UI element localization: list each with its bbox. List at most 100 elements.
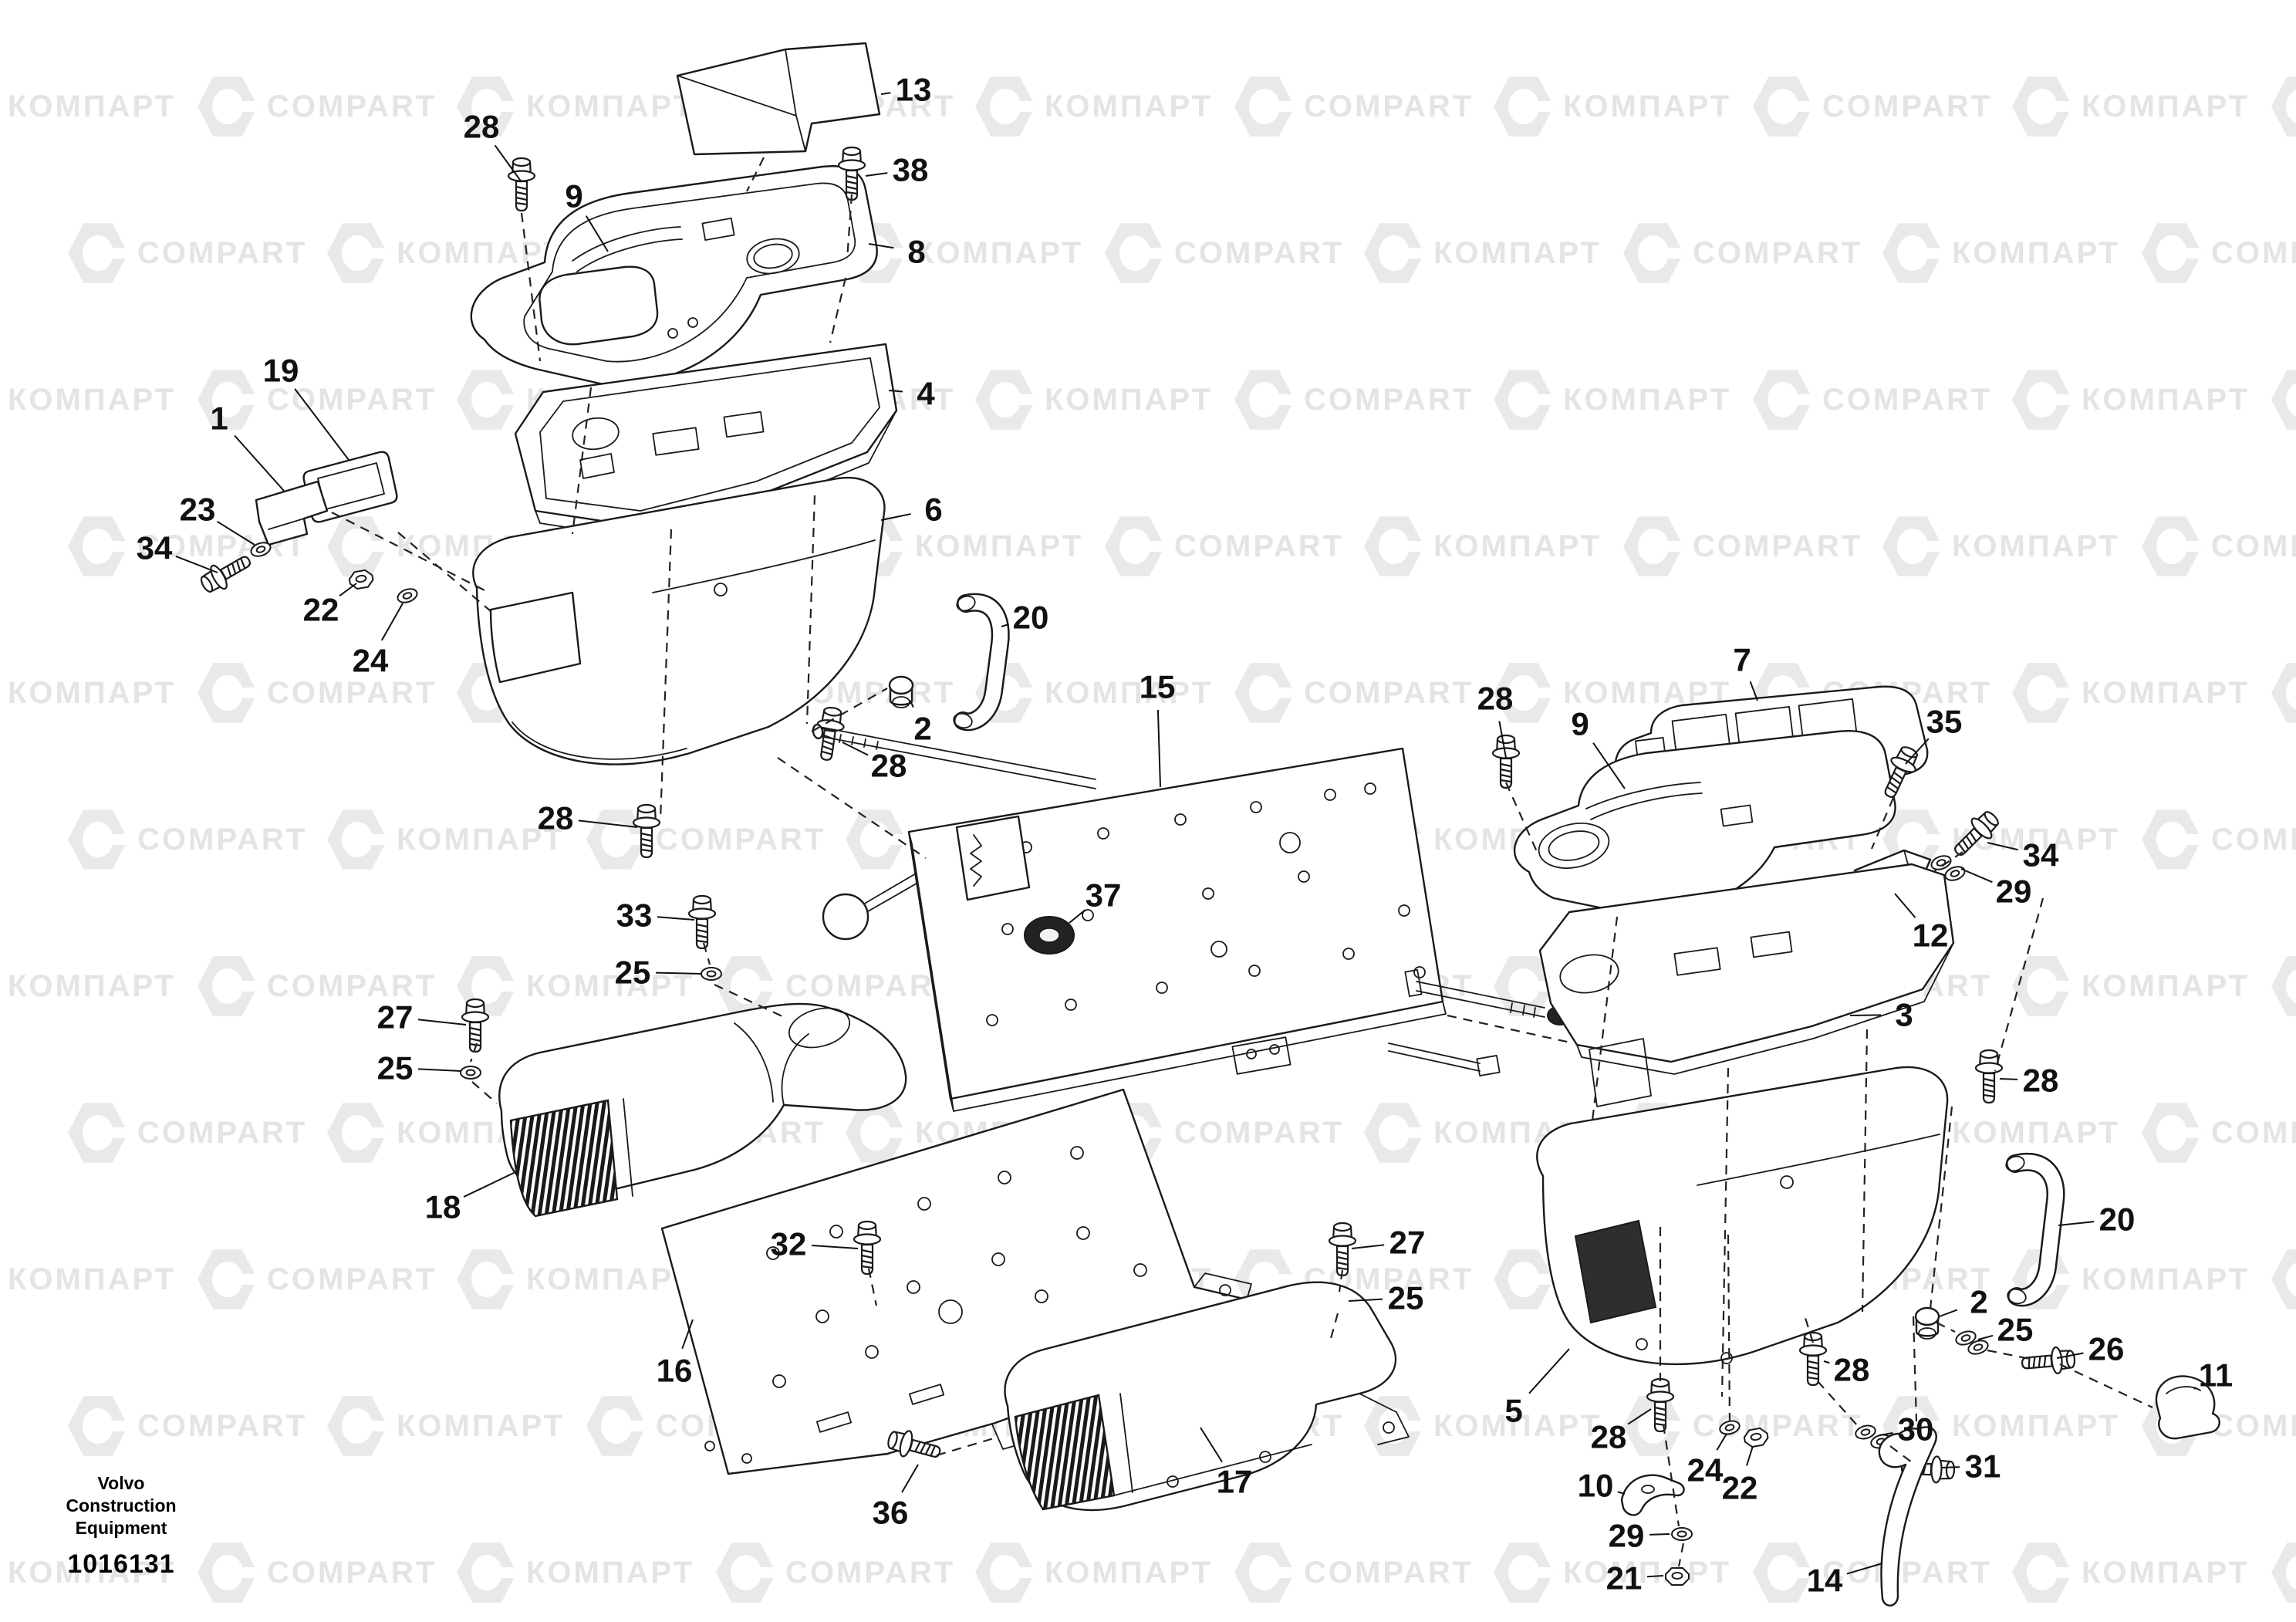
callout-1: 1	[210, 400, 228, 437]
watermark: КОМПАРТ	[0, 659, 176, 727]
watermark: COMPART	[198, 366, 437, 434]
callout-leader-20	[1001, 623, 1009, 627]
watermark-text: COMPART	[1174, 1115, 1345, 1150]
callout-26: 26	[2088, 1331, 2125, 1367]
part-plate-19	[302, 451, 398, 523]
watermark: КОМПАРТ	[457, 952, 694, 1020]
callout-leader-11	[2193, 1387, 2197, 1390]
screw-34-left	[196, 547, 257, 599]
watermark: КОМПАРТ	[2012, 659, 2250, 727]
part-lower-cover-5	[1536, 1066, 1949, 1366]
watermark: КОМПАРТ	[1494, 1539, 1731, 1607]
callout-9: 9	[565, 178, 582, 215]
callout-leader-6	[880, 513, 911, 521]
watermark-text: КОМПАРТ	[1433, 529, 1602, 563]
callout-28: 28	[538, 800, 574, 836]
callout-leader-36	[901, 1464, 919, 1493]
screw-27-center	[1328, 1222, 1357, 1277]
part-armrest-17	[1004, 1281, 1410, 1512]
watermark: КОМПАРТ	[975, 73, 1213, 140]
callout-28: 28	[1834, 1352, 1870, 1388]
watermark-text: КОМПАРТ	[397, 235, 566, 270]
title-block: Volvo Construction Equipment 1016131	[40, 1472, 202, 1580]
watermark-text: COMPART	[267, 1262, 437, 1296]
watermark: КОМПАРТ	[975, 366, 1213, 434]
watermark-text: КОМПАРТ	[1045, 1555, 1214, 1590]
callout-25: 25	[1388, 1280, 1424, 1316]
watermark: COMPART	[68, 1099, 307, 1167]
watermark-text: COMPART	[267, 89, 437, 123]
callout-leader-5	[1528, 1348, 1570, 1394]
washer-24-left	[395, 586, 420, 606]
callout-27: 27	[377, 999, 414, 1036]
watermark: КОМПАРТ	[457, 1245, 694, 1313]
watermark-text: КОМПАРТ	[915, 235, 1084, 270]
nut-21	[1665, 1567, 1690, 1586]
watermark-text: COMPART	[137, 235, 308, 270]
callout-leader-1	[234, 434, 285, 492]
callout-22: 22	[1722, 1470, 1758, 1506]
watermark-text: КОМПАРТ	[1563, 382, 1732, 417]
watermark: КОМПАРТ	[2012, 1539, 2250, 1607]
callout-10: 10	[1578, 1468, 1614, 1504]
watermark: COMPART	[1753, 73, 1992, 140]
watermark: COMPART	[198, 1539, 437, 1607]
watermark-text: COMPART	[1693, 529, 1863, 563]
callout-30: 30	[1898, 1411, 1934, 1448]
callout-23: 23	[180, 492, 216, 528]
part-knob-2-right	[1914, 1306, 1940, 1340]
callout-28: 28	[1477, 681, 1514, 717]
callout-leader-25	[417, 1068, 462, 1072]
washer-29-bottom	[1671, 1527, 1693, 1541]
watermark-text: КОМПАРТ	[1952, 1115, 2121, 1150]
watermark: COMPART	[68, 1392, 307, 1460]
callout-layer: 2813389841912334222462022815283325272537…	[137, 72, 2234, 1599]
callout-25: 25	[377, 1050, 414, 1086]
watermark: КОМПАРТ	[1364, 1099, 1602, 1167]
watermark: COMPART	[2142, 219, 2296, 287]
watermark-text: КОМПАРТ	[2082, 89, 2250, 123]
watermark-text: КОМПАРТ	[1952, 529, 2121, 563]
watermark: КОМПАРТ	[2012, 952, 2250, 1020]
callout-18: 18	[425, 1189, 461, 1225]
callout-24: 24	[353, 643, 389, 679]
watermark: COMPART	[2142, 512, 2296, 580]
callout-leader-9	[585, 215, 609, 252]
callout-leader-17	[1200, 1427, 1223, 1463]
watermark-text: КОМПАРТ	[8, 1262, 177, 1296]
watermark: КОМПАРТ	[975, 1539, 1213, 1607]
callout-leader-2	[910, 700, 914, 708]
watermark: COMPART	[198, 952, 437, 1020]
part-trim-9-left	[572, 226, 683, 272]
callout-31: 31	[1965, 1448, 2001, 1485]
base-plate-holes	[704, 1146, 1147, 1464]
watermark-text: КОМПАРТ	[397, 1408, 566, 1443]
watermark: COMPART	[2142, 1099, 2296, 1167]
callout-leader-25	[1977, 1334, 1994, 1340]
watermark-text: КОМПАРТ	[1563, 1555, 1732, 1590]
watermark-text: COMPART	[137, 1408, 308, 1443]
callout-12: 12	[1913, 917, 1949, 954]
callout-leader-24	[1716, 1433, 1727, 1451]
watermark: COMPART	[68, 219, 307, 287]
watermark: COMPART	[1623, 512, 1862, 580]
callout-leader-13	[880, 92, 891, 95]
watermark: COMPART	[2271, 1245, 2296, 1313]
watermark-text: КОМПАРТ	[2082, 968, 2250, 1003]
watermark: COMPART	[1753, 366, 1992, 434]
screw-34-right	[1947, 806, 2004, 863]
watermark-text: COMPART	[137, 822, 308, 857]
callout-29: 29	[1996, 874, 2032, 910]
callout-33: 33	[616, 897, 653, 934]
watermark: КОМПАРТ	[1364, 1392, 1602, 1460]
screw-27-left	[461, 998, 490, 1053]
washer-25-a	[701, 967, 722, 981]
watermark: COMPART	[1234, 1539, 1474, 1607]
watermark-text: COMPART	[1693, 235, 1863, 270]
callout-2: 2	[1970, 1284, 1987, 1320]
watermark-text: COMPART	[2211, 529, 2296, 563]
callout-leader-29	[1960, 868, 1993, 884]
callout-leader-18	[463, 1172, 515, 1198]
callout-20: 20	[1013, 600, 1049, 636]
